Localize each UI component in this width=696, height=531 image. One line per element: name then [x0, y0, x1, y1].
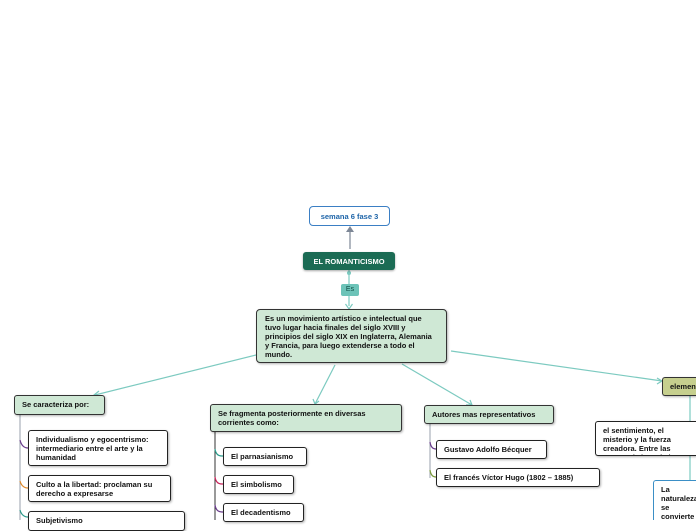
link-aut-1 [429, 441, 437, 450]
leaf-simbolismo[interactable]: El simbolismo [223, 475, 294, 494]
branch-fragmenta[interactable]: Se fragmenta posteriormente en diversas … [210, 404, 402, 432]
root-topic[interactable]: EL ROMANTICISMO [303, 252, 395, 270]
link-frag-3 [214, 504, 224, 513]
arrowhead-top [346, 226, 354, 232]
link-car-3 [19, 509, 30, 518]
leaf-parnasianismo[interactable]: El parnasianismo [223, 447, 307, 466]
link-car-2 [19, 480, 30, 489]
connection-lines [19, 226, 691, 520]
leaf-culto-libertad[interactable]: Culto a la libertad: proclaman su derech… [28, 475, 171, 502]
leaf-decadentismo[interactable]: El decadentismo [223, 503, 304, 522]
link-dot [347, 271, 351, 275]
branch-caracteriza[interactable]: Se caracteriza por: [14, 395, 105, 415]
leaf-becquer[interactable]: Gustavo Adolfo Bécquer [436, 440, 547, 459]
link-frag-2 [214, 476, 224, 485]
link-aut-2 [429, 469, 437, 478]
definition-node[interactable]: Es un movimiento artístico e intelectual… [256, 309, 447, 363]
link-car-1 [19, 439, 30, 449]
leaf-victor-hugo[interactable]: El francés Víctor Hugo (1802 – 1885) [436, 468, 600, 487]
leaf-individualismo[interactable]: Individualismo y egocentrismo: intermedi… [28, 430, 168, 466]
link-def-fragmenta [314, 364, 336, 405]
link-def-autores [401, 363, 473, 406]
branch-elementos[interactable]: elementos [662, 377, 696, 396]
top-node[interactable]: semana 6 fase 3 [309, 206, 390, 226]
connector-label[interactable]: Es [341, 284, 359, 296]
link-def-caracteriza [94, 354, 257, 396]
leaf-naturaleza[interactable]: La naturaleza se convierte en un confide… [653, 480, 696, 520]
leaf-sentimiento[interactable]: el sentimiento, el misterio y la fuerza … [595, 421, 696, 456]
link-def-elementos [450, 350, 663, 382]
leaf-subjetivismo[interactable]: Subjetivismo [28, 511, 185, 531]
branch-autores[interactable]: Autores mas representativos [424, 405, 554, 424]
link-frag-1 [214, 448, 224, 457]
